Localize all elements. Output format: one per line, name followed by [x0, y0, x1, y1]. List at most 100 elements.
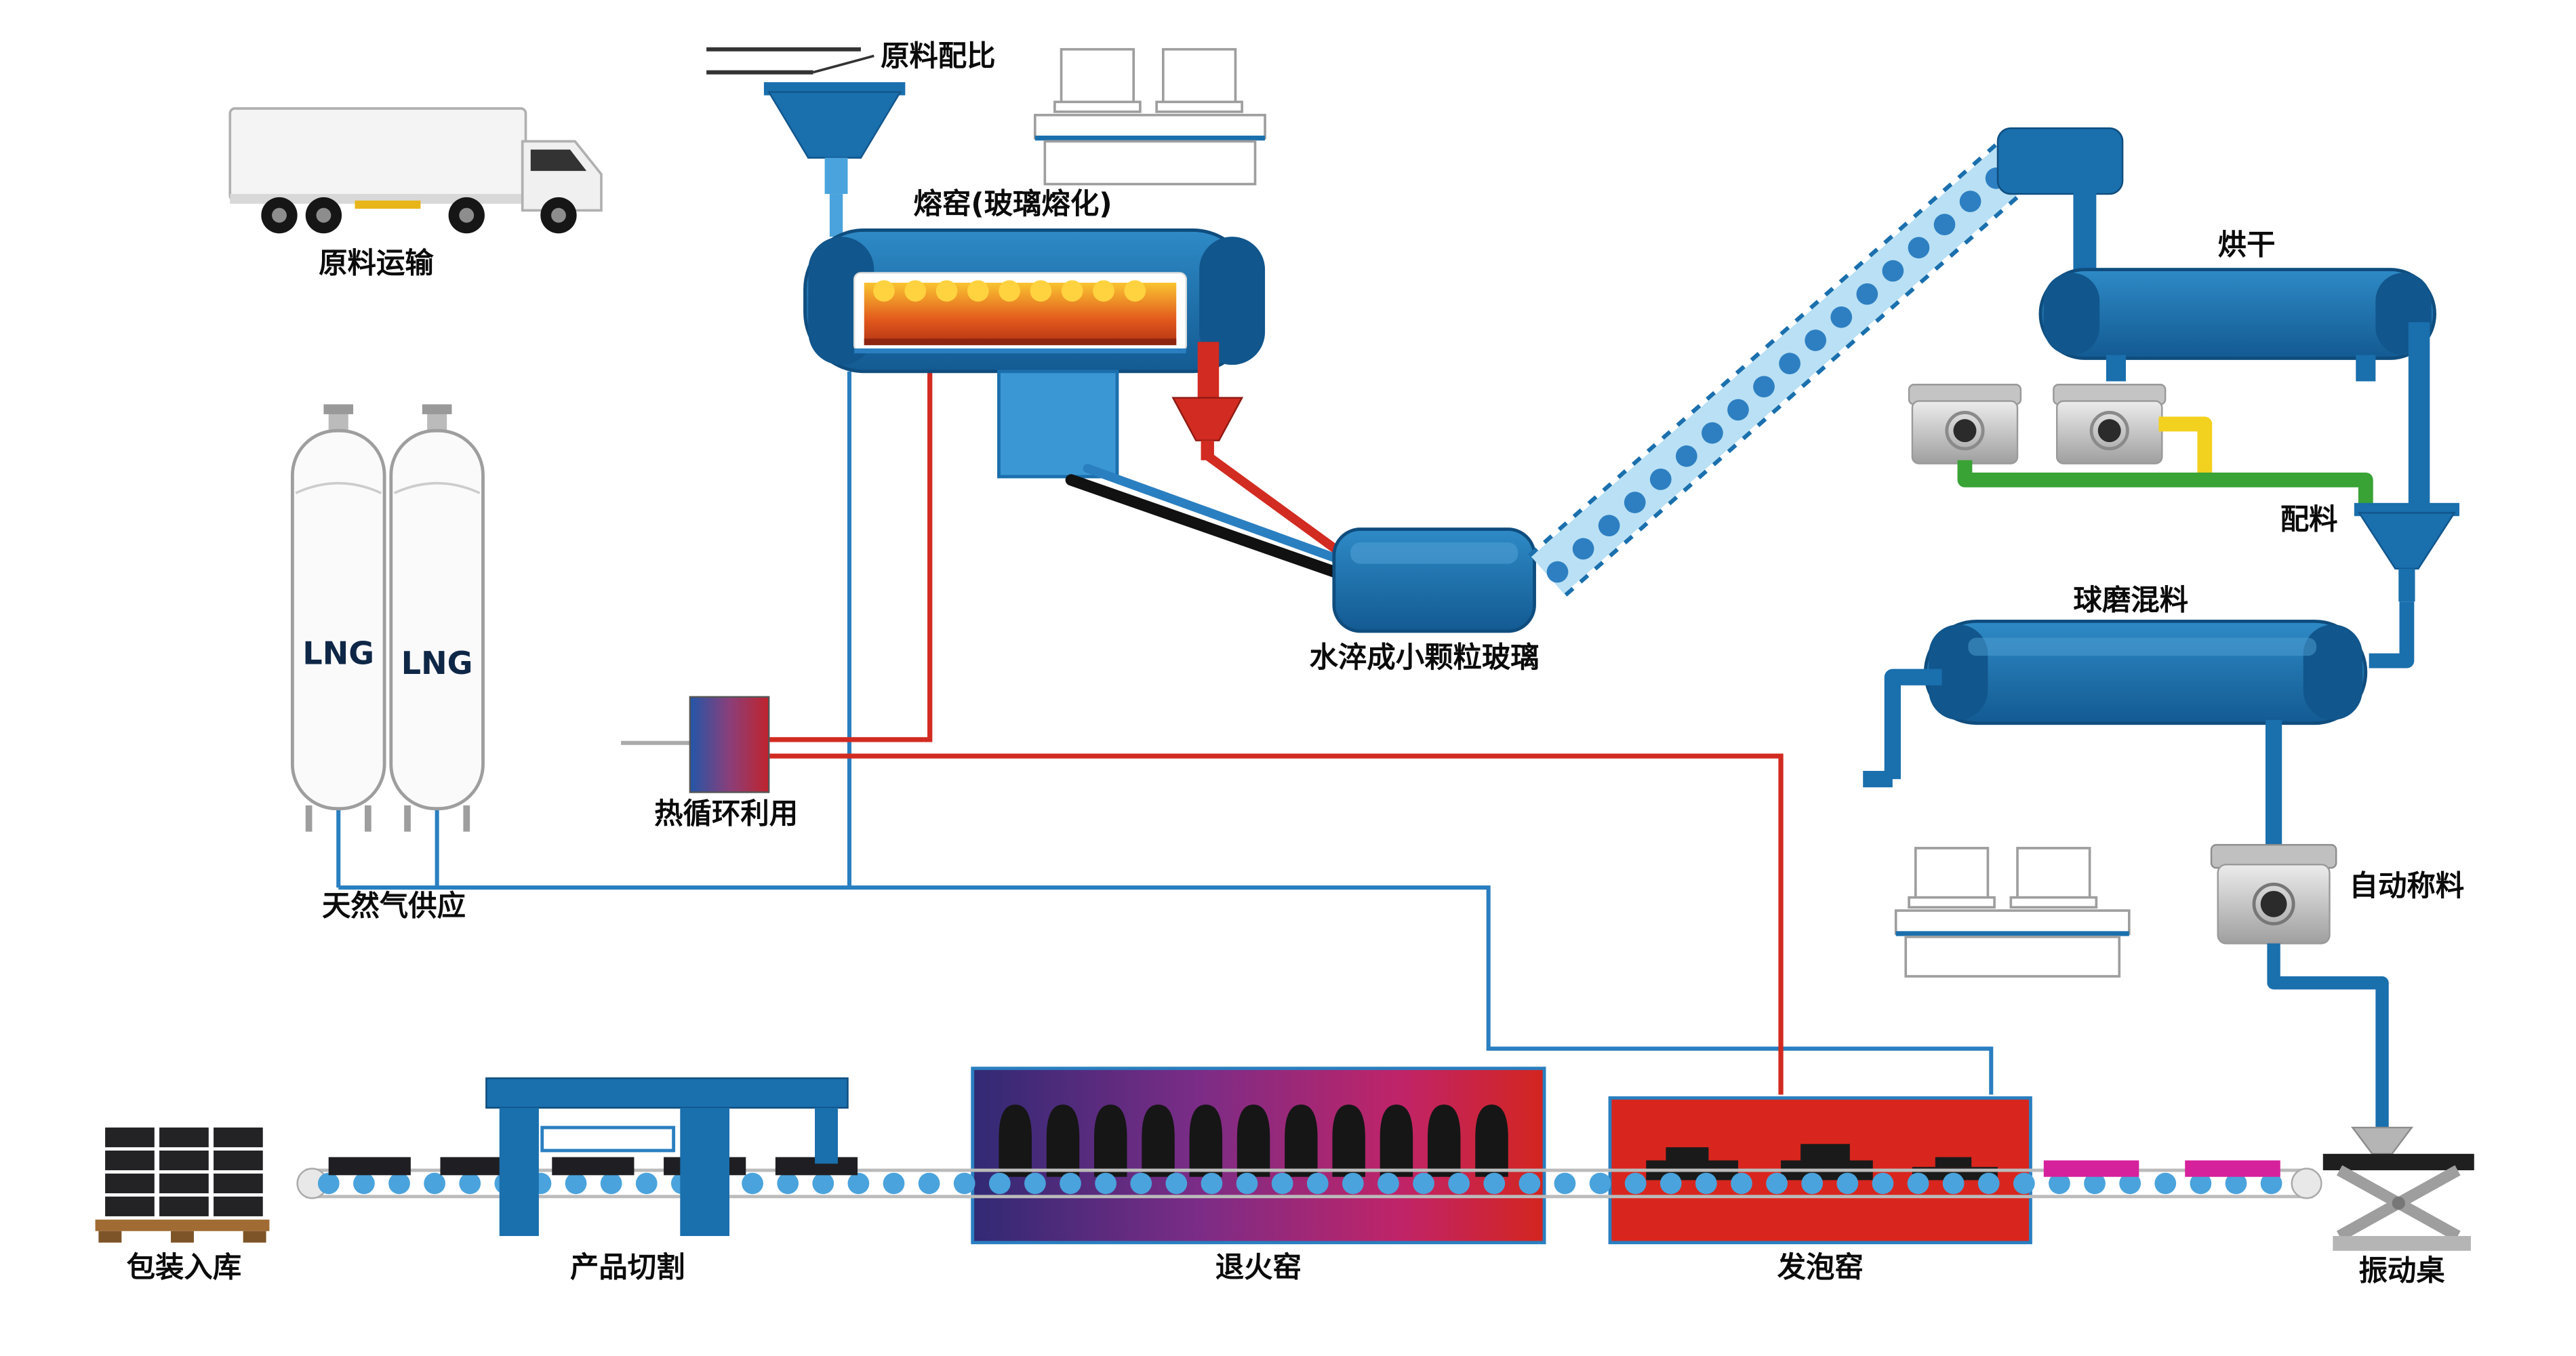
pallet-top: [95, 1219, 270, 1231]
vibration-funnel: [2350, 1126, 2414, 1155]
conveyor-head-stem: [2073, 187, 2097, 277]
label-annealing-kiln: 退火窑: [1215, 1252, 1302, 1285]
lng2-body: [389, 428, 485, 811]
products-dark: [328, 1157, 858, 1176]
pipe-green: [1957, 460, 2373, 506]
lng2-seam: [393, 481, 481, 494]
auto-weigher: [2210, 843, 2389, 1128]
furnace-melt-base: [864, 338, 1177, 346]
roller2-ring: [2089, 411, 2129, 451]
truck-hazard-strip: [355, 200, 421, 209]
quench-tank-highlight: [1350, 542, 1518, 564]
label-batching: 配料: [2280, 504, 2338, 537]
conveyor-buckets: [1546, 160, 2015, 583]
scissor-pin: [2392, 1196, 2405, 1210]
conveyor-edge-lower: [1564, 182, 2034, 597]
cutting-gantry: [485, 1077, 849, 1237]
gantry-column-left: [499, 1107, 539, 1237]
brick-stack: [105, 1128, 263, 1216]
dryer: [2038, 268, 2437, 517]
heat-recycle-pipes: [769, 371, 1784, 1095]
heat-unit-body: [689, 696, 770, 793]
products-pink: [2043, 1160, 2280, 1177]
truck-wheels: [261, 197, 577, 234]
ball-mill-body: [1923, 619, 2368, 725]
dryer-body: [2038, 268, 2437, 360]
water-feed-box: [997, 370, 1119, 479]
ball-mill-highlight: [1968, 637, 2317, 656]
pallet-feet: [98, 1231, 266, 1243]
scale1-platform: [1033, 113, 1266, 140]
lng1-seam: [295, 481, 382, 494]
batching-to-mill-pipe: [2369, 601, 2415, 669]
label-cutting: 产品切割: [570, 1252, 685, 1285]
weigher-ring: [2252, 882, 2295, 925]
batching-funnel: [2354, 502, 2459, 669]
lng2-label: LNG: [401, 645, 473, 681]
scale2-lower: [1904, 936, 2121, 978]
furnace-outlet-pipe: [1197, 342, 1220, 398]
dryer-cap-left: [2043, 273, 2100, 355]
hopper-downpipe: [829, 194, 843, 237]
weigher-out-pipe: [2267, 943, 2389, 1128]
dryer-leg-right: [2356, 355, 2376, 382]
truck-windshield: [530, 149, 587, 172]
scale1-lower: [1043, 140, 1257, 186]
hopper-funnel: [767, 91, 902, 159]
scale1-box-left: [1060, 47, 1135, 110]
gantry-column-mid: [680, 1107, 730, 1237]
conveyor-head-box: [1996, 127, 2124, 195]
scale1-base-right: [1155, 100, 1243, 113]
label-heat-recycle: 热循环利用: [654, 798, 798, 831]
annealing-arches: [999, 1104, 1508, 1177]
gantry-saw-box: [540, 1125, 676, 1153]
lng1-label: LNG: [302, 635, 374, 671]
scale1-box-right: [1161, 47, 1237, 110]
roller2-hub: [2097, 419, 2121, 443]
vibration-base: [2333, 1236, 2471, 1251]
roller1-ring: [1945, 411, 1985, 451]
lng1-body: [290, 428, 386, 811]
label-packing: 包装入库: [127, 1252, 242, 1285]
conveyor-edge-upper: [1528, 143, 1998, 557]
platform-scale-top: [1033, 47, 1266, 186]
label-drying: 烘干: [2218, 229, 2276, 262]
roller1-hub: [1953, 419, 1977, 443]
melting-furnace: [803, 228, 1266, 460]
quench-chutes: [1065, 452, 1371, 584]
scale2-base-right: [2009, 896, 2098, 909]
weigher-hub: [2260, 890, 2287, 917]
gas-main-pipe: [338, 885, 1994, 1095]
scale2-base-left: [1908, 896, 1996, 909]
lng-tank-2: LNG: [389, 404, 485, 832]
packing-stack: [95, 1128, 270, 1243]
feed-hopper: [706, 47, 906, 237]
hopper-stem: [824, 157, 848, 195]
chute-black: [1065, 474, 1360, 584]
bottom-conveyor: [296, 1168, 2322, 1199]
dryer-down-pipe: [2408, 322, 2430, 517]
dryer-leg-left: [2106, 355, 2126, 382]
heat-pipe-to-foaming-kiln: [769, 753, 1784, 1095]
label-raw-material-proportioning: 原料配比: [881, 40, 996, 73]
heat-recycle-unit: [621, 696, 770, 793]
conveyor-end-right: [2291, 1168, 2322, 1199]
scale2-box-right: [2016, 847, 2091, 906]
pipe-yellow: [2158, 416, 2213, 480]
platform-scale-bottom: [1894, 847, 2131, 978]
gantry-beam: [485, 1077, 849, 1109]
annealing-kiln: [971, 1066, 1546, 1245]
label-melting-furnace: 熔窑(玻璃熔化): [913, 188, 1112, 221]
vibration-top: [2322, 1153, 2474, 1171]
label-quench: 水淬成小颗粒玻璃: [1310, 641, 1539, 675]
truck-trailer: [228, 107, 527, 202]
lng-tank-1: LNG: [290, 404, 386, 832]
ball-mill-cap-right: [2303, 624, 2362, 720]
batching-stem: [2398, 568, 2415, 602]
ball-mill: [1863, 619, 2368, 845]
furnace-tray-blue-line: [854, 348, 1186, 354]
quench-tank: [1332, 527, 1536, 633]
gantry-hanger: [815, 1107, 838, 1164]
label-raw-material-transport: 原料运输: [319, 247, 434, 280]
